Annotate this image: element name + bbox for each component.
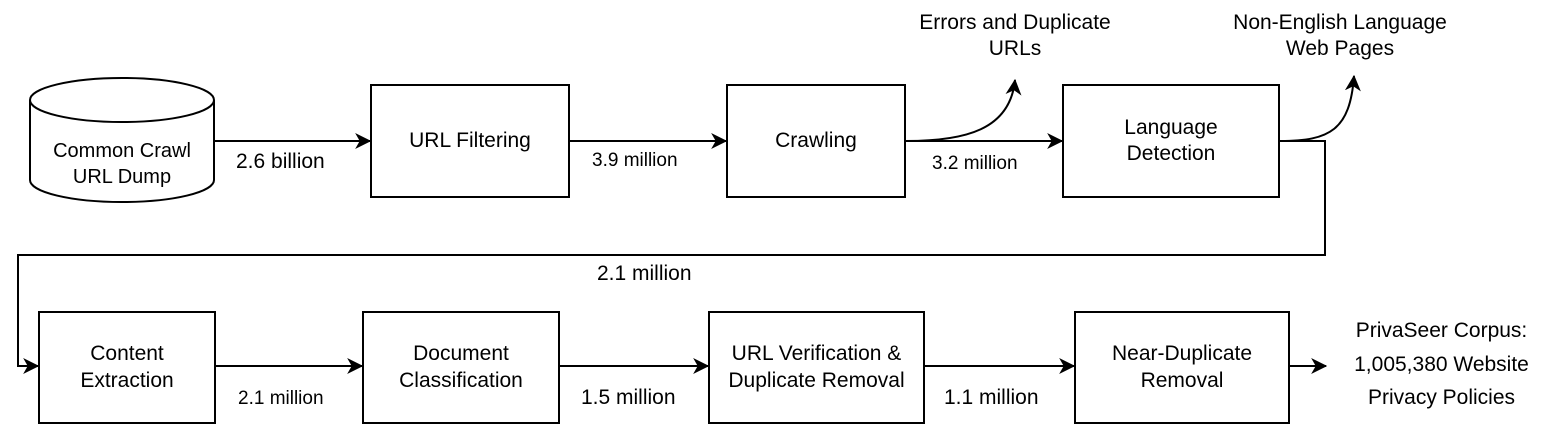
step-content-extraction: Content Extraction [38,311,216,424]
edge-language-detection-to-content-extraction [17,140,1326,374]
edge-language-detection-to-non-english [1279,74,1361,142]
step-document-classification: Document Classification [362,311,560,424]
step-language-detection: Language Detection [1062,84,1280,198]
step-crawling: Crawling [726,84,906,198]
step-content-extraction-label: Content Extraction [80,342,174,392]
step-crawling-label: Crawling [775,128,857,152]
edge-label-2-6-billion: 2.6 billion [236,150,325,173]
step-url-filtering-label: URL Filtering [409,128,531,152]
edge-label-1-1-million: 1.1 million [944,386,1039,409]
edge-label-1-5-million: 1.5 million [581,386,676,409]
edge-crawling-to-errors [905,78,1022,142]
edge-label-2-1-million: 2.1 million [238,388,324,409]
side-output-errors: Errors and Duplicate URLs [919,11,1111,61]
step-near-duplicate-removal: Near-Duplicate Removal [1074,311,1290,424]
step-url-filtering: URL Filtering [370,84,570,198]
step-document-classification-label: Document Classification [399,342,523,392]
edge-label-2-1-million-connector: 2.1 million [597,262,692,285]
step-url-verification-label: URL Verification & Duplicate Removal [728,342,905,392]
side-output-non-english: Non-English Language Web Pages [1233,11,1447,61]
output-corpus: PrivaSeer Corpus: 1,005,380 Website Priv… [1354,319,1529,410]
source-cylinder [29,77,215,203]
edge-label-3-2-million: 3.2 million [932,153,1018,174]
step-near-duplicate-removal-label: Near-Duplicate Removal [1111,342,1253,392]
source-label: Common Crawl URL Dump [53,140,191,188]
step-language-detection-label: Language Detection [1124,115,1218,165]
step-url-verification: URL Verification & Duplicate Removal [708,311,925,424]
edge-label-3-9-million: 3.9 million [592,150,678,171]
